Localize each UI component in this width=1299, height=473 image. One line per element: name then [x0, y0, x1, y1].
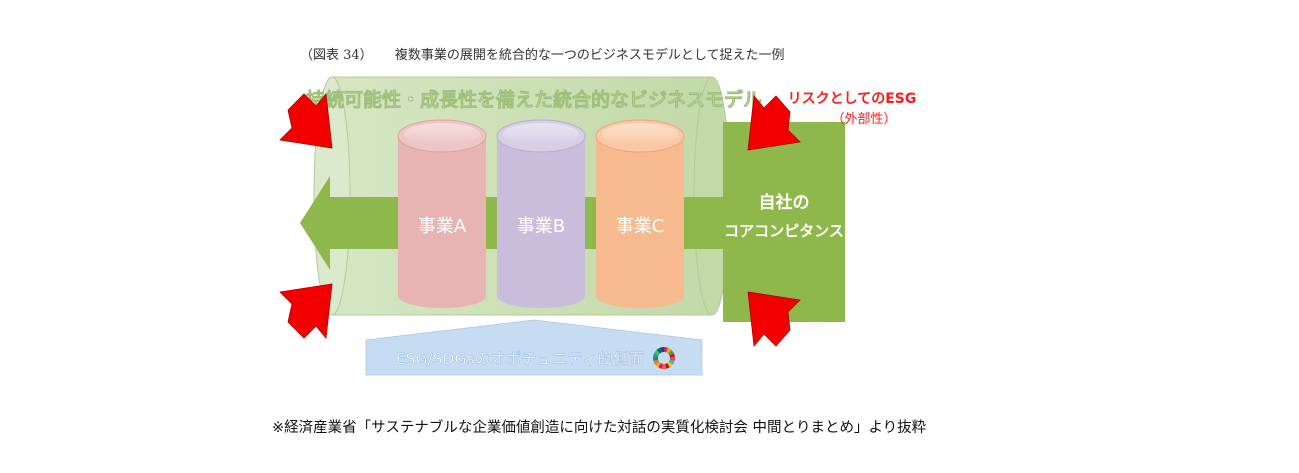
figure-number: （図表 34）	[300, 48, 373, 63]
figure-caption: （図表 34） 複数事業の展開を統合的な一つのビジネスモデルとして捉えた一例	[300, 44, 784, 63]
sdgs-wheel-segment	[653, 356, 659, 362]
sdgs-wheel-segment	[654, 349, 660, 356]
business-cylinder-b	[496, 119, 586, 308]
sdgs-wheel-segment	[665, 363, 670, 369]
risk-label-line2: （外部性）	[831, 112, 896, 127]
source-note: ※経済産業省「サステナブルな企業価値創造に向けた対話の実質化検討会 中間とりまと…	[272, 420, 927, 436]
sdgs-wheel-segment	[667, 361, 673, 368]
red-arrow-top-right	[747, 95, 801, 151]
model-title: 持続可能性・成長性を備えた統合的なビジネスモデル	[306, 88, 762, 111]
sdgs-wheel-segment	[661, 363, 667, 369]
business-b-label: 事業B	[517, 216, 565, 237]
sdgs-wheel-segment	[658, 363, 663, 369]
sdgs-wheel-segment	[656, 347, 662, 354]
risk-arrows	[279, 93, 801, 347]
business-a-label: 事業A	[418, 216, 467, 237]
figure-title: 複数事業の展開を統合的な一つのビジネスモデルとして捉えた一例	[394, 48, 785, 63]
sdgs-wheel-icon	[653, 347, 675, 369]
sdgs-wheel-segment	[653, 359, 660, 365]
sdgs-wheel-segment	[666, 347, 672, 354]
opportunity-label: ESG/SDGsのオポチュニティ的側面	[396, 350, 644, 368]
business-cylinder-a	[397, 119, 487, 308]
sdgs-wheel-segment	[653, 353, 659, 358]
sdgs-wheel-segment	[660, 347, 664, 353]
red-arrow-bottom-right	[747, 291, 801, 347]
business-cylinder-c	[595, 119, 685, 308]
business-c-label: 事業C	[616, 216, 665, 237]
red-arrow-bottom-left	[279, 283, 333, 339]
sdgs-wheel-segment	[664, 347, 668, 353]
core-competence-line2: コアコンピタンス	[724, 222, 844, 240]
core-competence-line1: 自社の	[759, 192, 810, 213]
red-arrow-top-left	[279, 93, 333, 149]
sdgs-wheel-segment	[669, 356, 675, 362]
sdgs-wheel-segment	[668, 359, 675, 365]
sdgs-wheel-segment	[655, 361, 661, 368]
risk-label-line1: リスクとしてのESG	[788, 91, 917, 107]
sdgs-wheel-segment	[668, 349, 674, 356]
opportunity-arrow: ESG/SDGsのオポチュニティ的側面	[365, 319, 703, 376]
sdgs-wheel-segment	[669, 353, 675, 358]
core-competence-box: 自社の コアコンピタンス	[723, 122, 845, 322]
